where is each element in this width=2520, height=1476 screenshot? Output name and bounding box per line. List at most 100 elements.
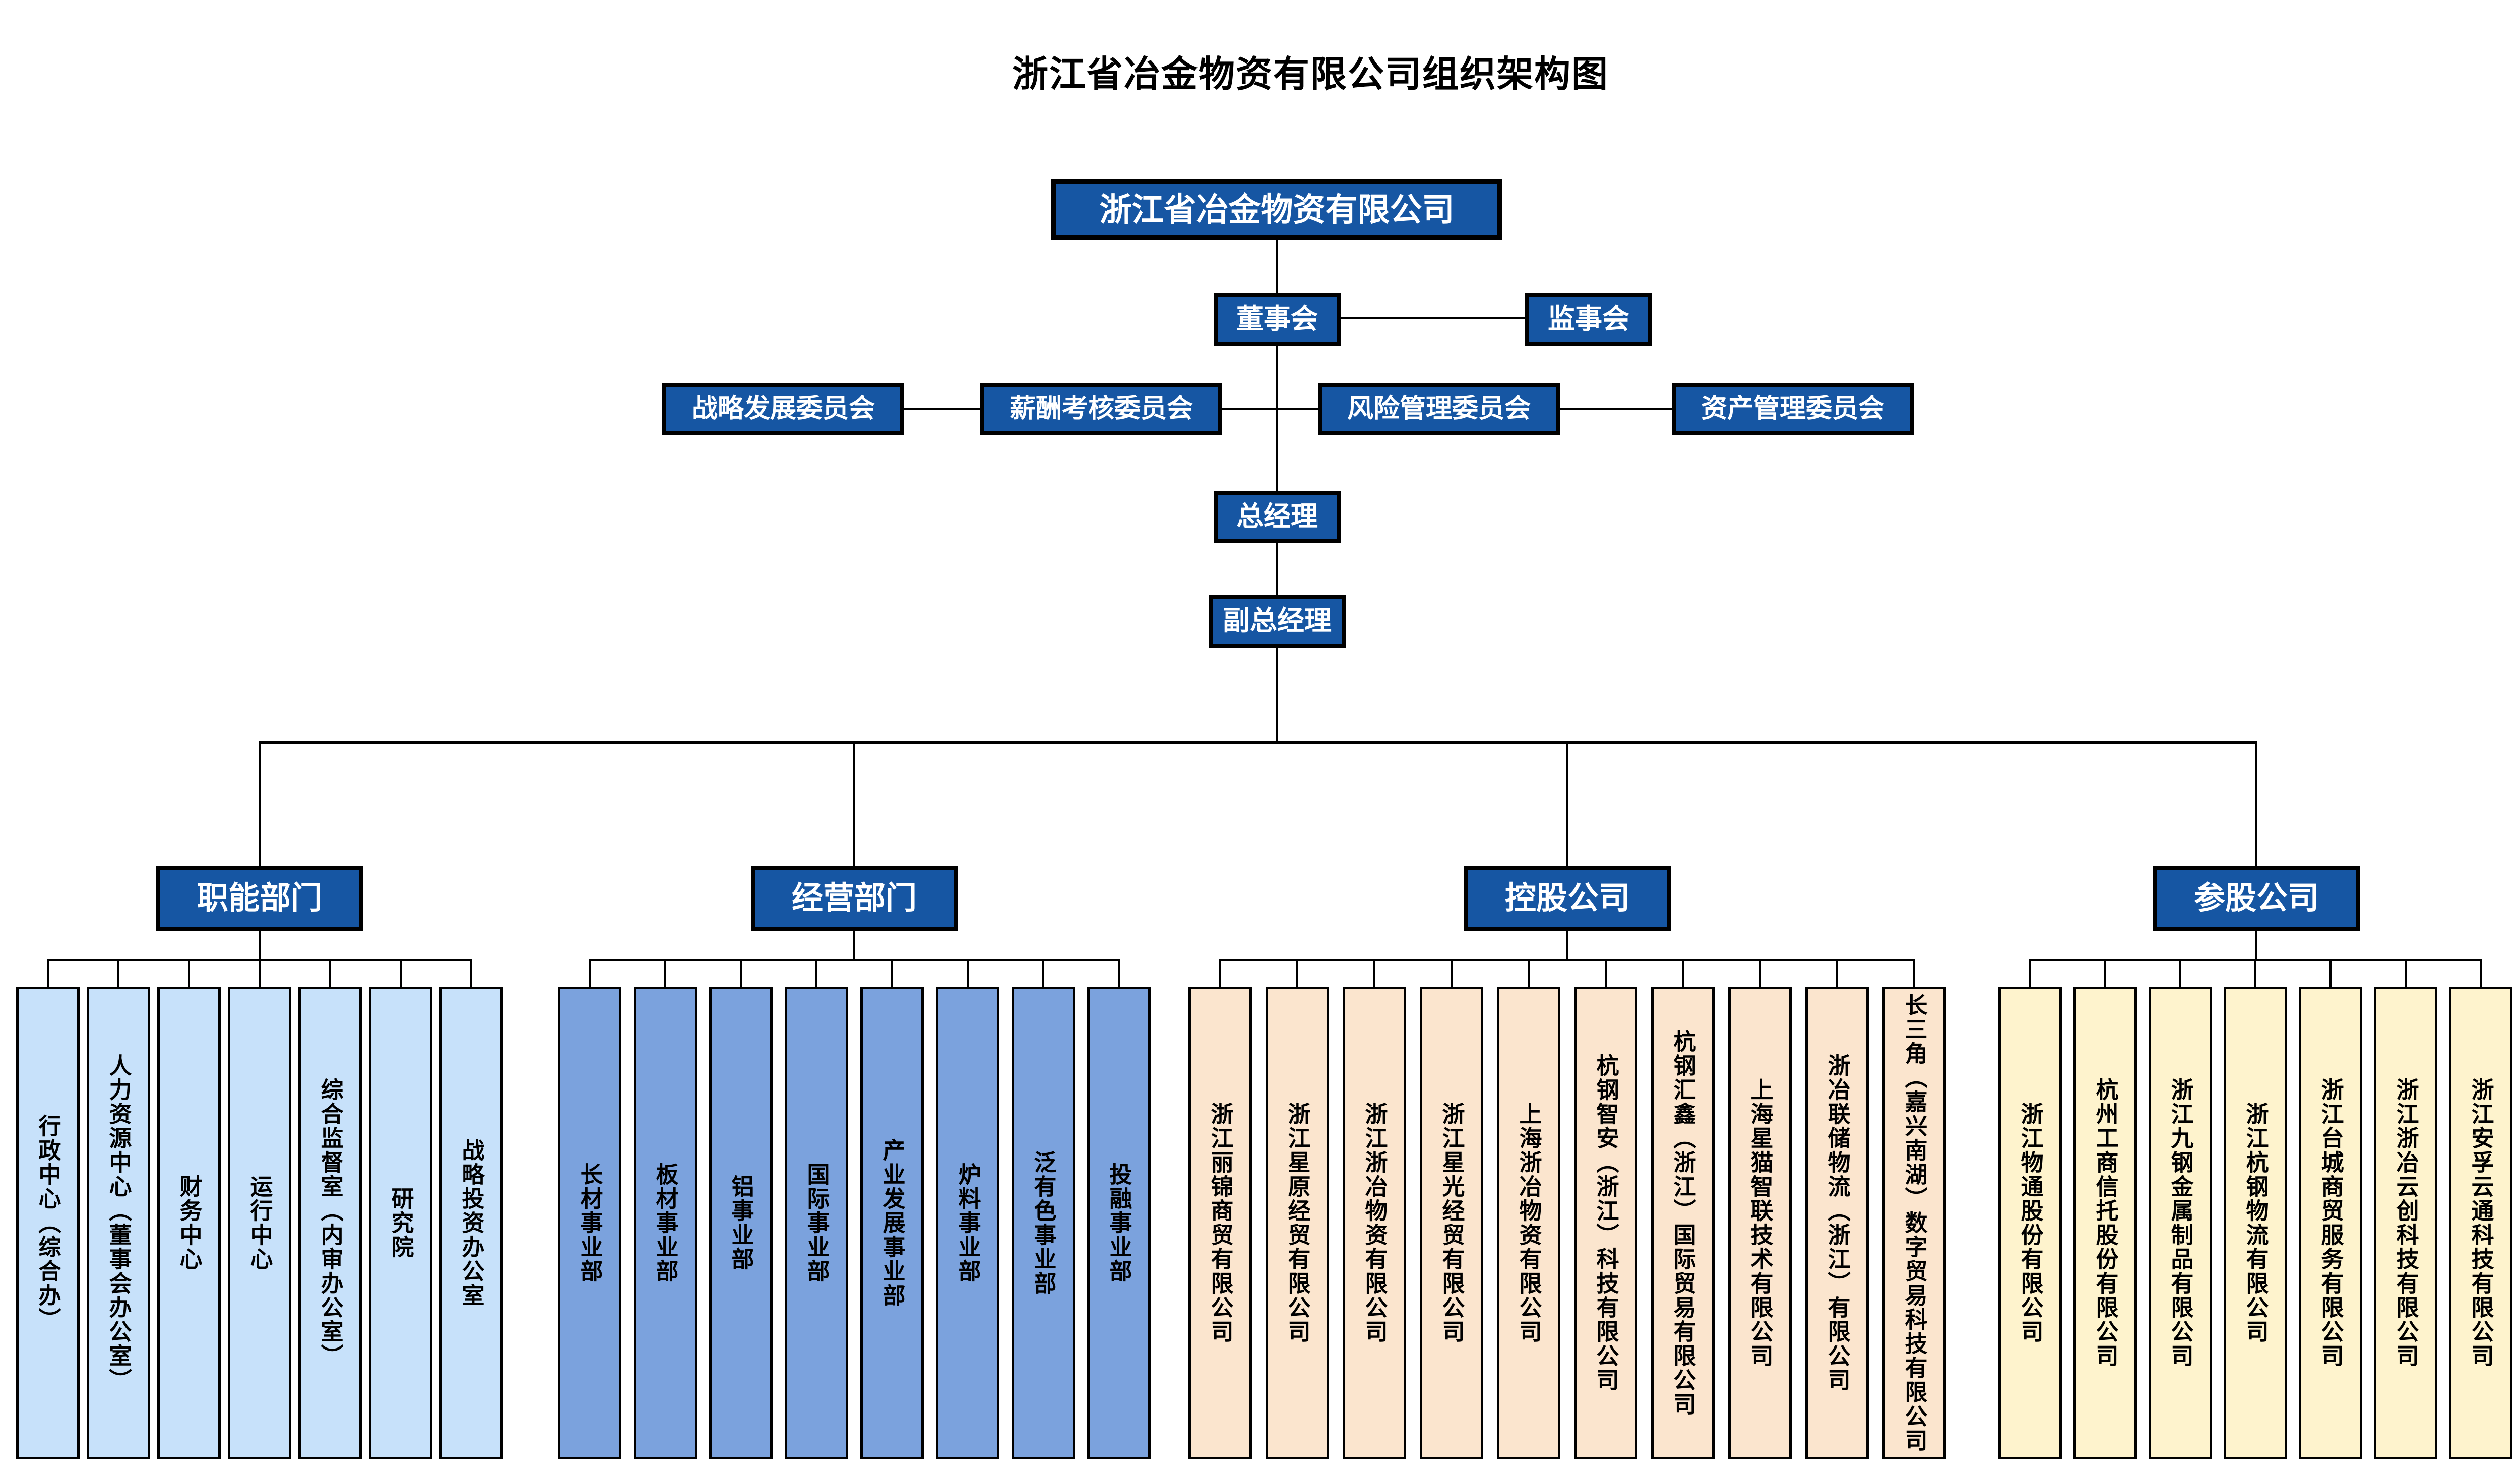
child-box-label: 产业发展事业部 (879, 1138, 905, 1308)
child-box-invested-2: 浙江九钢金属制品有限公司 (2149, 987, 2212, 1459)
connector-gm-dgm (1276, 543, 1278, 595)
group-header-business: 经营部门 (751, 866, 958, 931)
connector-board-supervisory (1341, 317, 1525, 319)
child-box-business-4: 产业发展事业部 (860, 987, 924, 1459)
committee-compensation-box: 薪酬考核委员会 (980, 383, 1222, 435)
child-box-label: 上海浙冶物资有限公司 (1516, 1102, 1542, 1344)
child-box-label: 国际事业部 (803, 1163, 830, 1284)
child-box-label: 杭钢汇鑫（浙江）国际贸易有限公司 (1670, 1030, 1696, 1417)
connector-child-drop-invested-1 (2104, 961, 2106, 987)
child-box-label: 研究院 (388, 1187, 414, 1259)
child-box-functional-6: 战略投资办公室 (439, 987, 503, 1459)
child-box-holding-6: 杭钢汇鑫（浙江）国际贸易有限公司 (1651, 987, 1715, 1459)
chart-title: 浙江省冶金物资有限公司组织架构图 (1012, 54, 1609, 95)
committee-asset-box: 资产管理委员会 (1672, 383, 1914, 435)
connector-child-drop-business-6 (1042, 961, 1044, 987)
connector-child-drop-functional-3 (259, 961, 261, 987)
child-box-invested-3: 浙江杭钢物流有限公司 (2224, 987, 2287, 1459)
child-box-holding-5: 杭钢智安（浙江）科技有限公司 (1574, 987, 1637, 1459)
connector-child-drop-functional-4 (329, 961, 331, 987)
connector-drop-holding (1566, 744, 1568, 866)
connector-root-board (1276, 240, 1278, 293)
committee-risk-box: 风险管理委员会 (1318, 383, 1560, 435)
connector-child-drop-invested-2 (2179, 961, 2181, 987)
child-box-label: 行政中心（综合办） (35, 1114, 61, 1332)
connector-child-drop-holding-9 (1913, 961, 1915, 987)
child-box-functional-1: 人力资源中心（董事会办公室） (87, 987, 150, 1459)
child-box-label: 浙江星光经贸有限公司 (1438, 1102, 1465, 1344)
child-box-functional-5: 研究院 (369, 987, 432, 1459)
child-box-holding-2: 浙江浙冶物资有限公司 (1343, 987, 1406, 1459)
connector-child-drop-invested-6 (2480, 961, 2482, 987)
child-box-invested-0: 浙江物通股份有限公司 (1998, 987, 2062, 1459)
connector-children-bus-functional (47, 959, 472, 961)
child-box-label: 浙江物通股份有限公司 (2017, 1102, 2043, 1344)
child-box-label: 运行中心 (246, 1175, 273, 1271)
child-box-label: 浙江丽锦商贸有限公司 (1207, 1102, 1233, 1344)
child-box-holding-9: 长三角（嘉兴南湖）数字贸易科技有限公司 (1882, 987, 1946, 1459)
child-box-functional-0: 行政中心（综合办） (16, 987, 80, 1459)
child-box-holding-1: 浙江星原经贸有限公司 (1266, 987, 1329, 1459)
child-box-label: 浙江浙冶云创科技有限公司 (2392, 1078, 2419, 1368)
connector-child-drop-invested-0 (2029, 961, 2031, 987)
board-box: 董事会 (1214, 293, 1341, 346)
child-box-label: 浙江安孚云通科技有限公司 (2468, 1078, 2494, 1368)
connector-committees-bus (904, 408, 1672, 410)
connector-child-drop-holding-7 (1759, 961, 1761, 987)
child-box-label: 投融事业部 (1106, 1163, 1132, 1284)
child-box-functional-4: 综合监督室（内审办公室） (298, 987, 362, 1459)
child-box-label: 杭钢智安（浙江）科技有限公司 (1593, 1054, 1619, 1392)
child-box-holding-0: 浙江丽锦商贸有限公司 (1188, 987, 1252, 1459)
child-box-label: 浙江浙冶物资有限公司 (1361, 1102, 1388, 1344)
connector-header-bus-holding (1566, 931, 1568, 959)
child-box-business-2: 铝事业部 (709, 987, 773, 1459)
child-box-business-0: 长材事业部 (558, 987, 621, 1459)
child-box-label: 浙冶联储物流（浙江）有限公司 (1824, 1054, 1850, 1392)
connector-board-gm (1276, 346, 1278, 491)
connector-children-bus-invested (2029, 959, 2482, 961)
group-header-holding: 控股公司 (1464, 866, 1671, 931)
connector-drop-functional (259, 744, 261, 866)
connector-child-drop-business-0 (589, 961, 591, 987)
connector-drop-invested (2255, 744, 2257, 866)
child-box-invested-4: 浙江台城商贸服务有限公司 (2299, 987, 2362, 1459)
child-box-label: 人力资源中心（董事会办公室） (105, 1054, 132, 1392)
child-box-functional-2: 财务中心 (157, 987, 221, 1459)
child-box-invested-5: 浙江浙冶云创科技有限公司 (2374, 987, 2437, 1459)
child-box-business-6: 泛有色事业部 (1012, 987, 1075, 1459)
child-box-label: 铝事业部 (728, 1175, 754, 1271)
connector-child-drop-business-2 (740, 961, 742, 987)
child-box-label: 浙江星原经贸有限公司 (1284, 1102, 1310, 1344)
connector-header-bus-business (853, 931, 855, 959)
connector-child-drop-holding-0 (1219, 961, 1221, 987)
group-header-functional: 职能部门 (156, 866, 363, 931)
connector-child-drop-holding-2 (1373, 961, 1375, 987)
child-box-label: 长材事业部 (577, 1163, 603, 1284)
connector-children-bus-holding (1219, 959, 1915, 961)
connector-child-drop-functional-5 (400, 961, 402, 987)
child-box-label: 财务中心 (176, 1175, 202, 1271)
child-box-label: 上海星猫智联技术有限公司 (1747, 1078, 1773, 1368)
child-box-label: 战略投资办公室 (458, 1138, 484, 1308)
child-box-business-7: 投融事业部 (1087, 987, 1151, 1459)
child-box-label: 长三角（嘉兴南湖）数字贸易科技有限公司 (1901, 993, 1927, 1453)
child-box-holding-8: 浙冶联储物流（浙江）有限公司 (1805, 987, 1869, 1459)
connector-child-drop-invested-3 (2254, 961, 2256, 987)
connector-dgm-trunk (1276, 648, 1278, 742)
connector-child-drop-invested-4 (2329, 961, 2332, 987)
connector-children-bus-business (589, 959, 1120, 961)
child-box-invested-1: 杭州工商信托股份有限公司 (2073, 987, 2137, 1459)
child-box-holding-7: 上海星猫智联技术有限公司 (1728, 987, 1792, 1459)
connector-child-drop-business-5 (967, 961, 969, 987)
child-box-label: 浙江杭钢物流有限公司 (2242, 1102, 2269, 1344)
connector-child-drop-holding-4 (1528, 961, 1530, 987)
group-header-invested: 参股公司 (2153, 866, 2360, 931)
connector-child-drop-holding-8 (1836, 961, 1838, 987)
child-box-label: 浙江台城商贸服务有限公司 (2317, 1078, 2344, 1368)
child-box-label: 杭州工商信托股份有限公司 (2092, 1078, 2118, 1368)
root-company-box: 浙江省冶金物资有限公司 (1051, 179, 1502, 240)
connector-child-drop-holding-1 (1296, 961, 1298, 987)
child-box-holding-4: 上海浙冶物资有限公司 (1497, 987, 1560, 1459)
child-box-business-5: 炉料事业部 (936, 987, 999, 1459)
